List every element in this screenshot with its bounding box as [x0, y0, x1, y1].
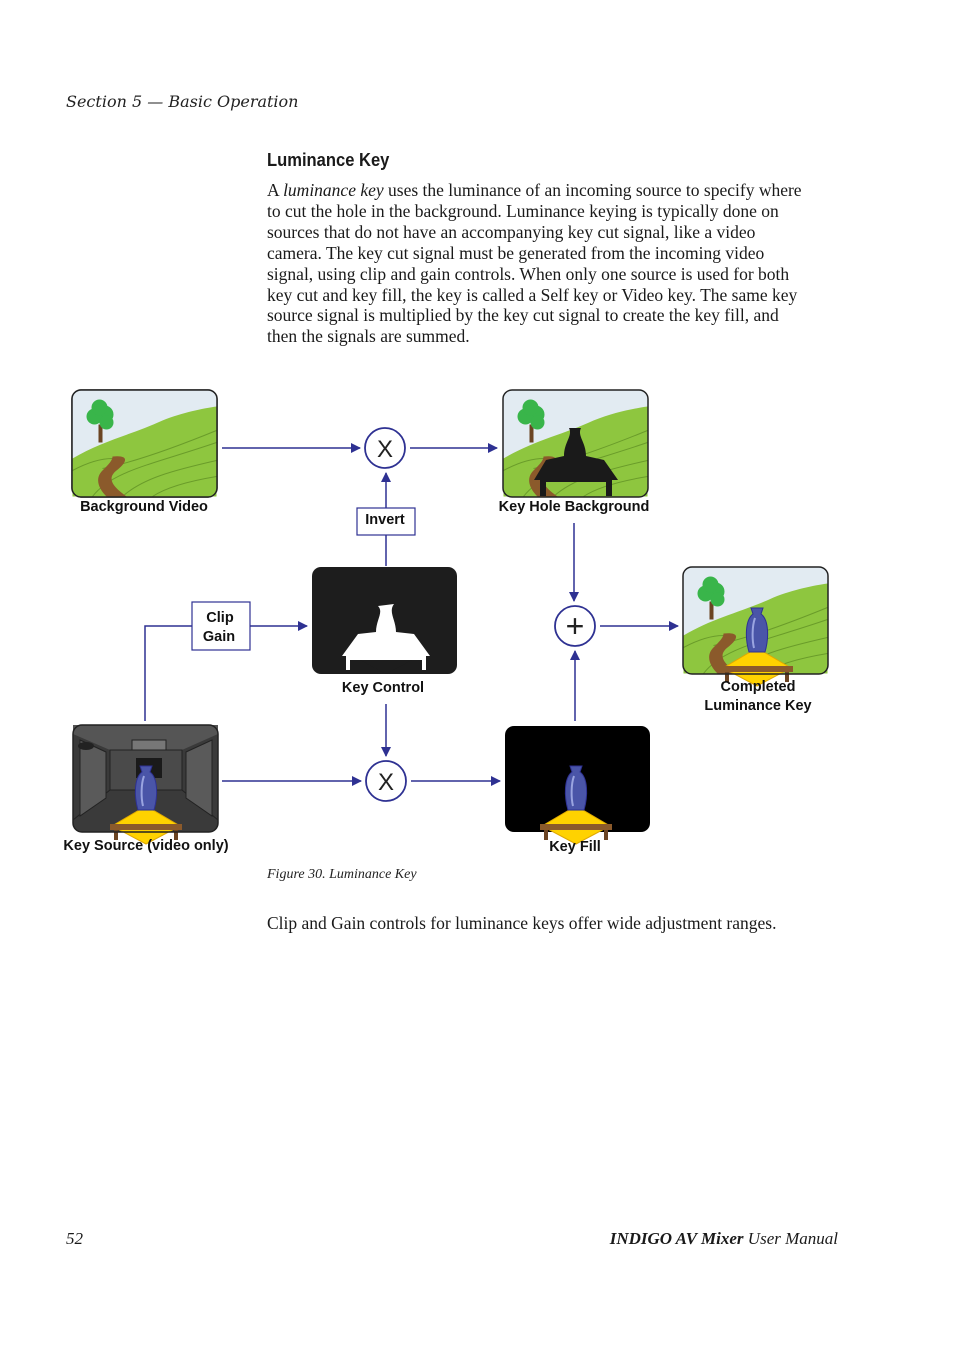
- figure-caption: Figure 30. Luminance Key: [267, 867, 417, 882]
- key-fill-thumbnail: [505, 726, 650, 845]
- sum-symbol: +: [566, 608, 585, 644]
- label-key-control: Key Control: [342, 680, 424, 696]
- closing-paragraph: Clip and Gain controls for luminance key…: [267, 913, 777, 933]
- invert-box: Invert: [356, 507, 416, 536]
- intro-line: sources that do not have an accompanying…: [267, 221, 756, 242]
- invert-label: Invert: [365, 512, 405, 528]
- intro-line: signal, using clip and gain controls. Wh…: [267, 263, 790, 284]
- label-key-source: Key Source (video only): [63, 838, 228, 854]
- intro-line: then the signals are summed.: [267, 326, 470, 347]
- label-completed-line1: Completed: [721, 679, 796, 695]
- intro-line-1: A luminance key uses the luminance of an…: [267, 180, 802, 200]
- intro-line: camera. The key cut signal must be gener…: [267, 242, 765, 263]
- gain-label: Gain: [203, 629, 235, 645]
- sum-operator: +: [554, 605, 596, 647]
- connectors: [144, 443, 679, 786]
- footer-manual: User Manual: [743, 1229, 838, 1248]
- key-source-thumbnail: [72, 724, 219, 845]
- intro-line: key cut and key fill, the key is called …: [267, 284, 798, 305]
- label-background-video: Background Video: [80, 499, 208, 515]
- label-key-hole-background: Key Hole Background: [499, 499, 650, 515]
- line-keysource-to-clipgain: [144, 625, 192, 721]
- section-title: Luminance Key: [267, 150, 390, 170]
- term-luminance-key: luminance key: [283, 180, 384, 200]
- key-control-thumbnail: [312, 567, 457, 674]
- key-hole-background-thumbnail: [502, 389, 649, 498]
- section-header: Section 5 — Basic Operation: [66, 92, 299, 111]
- page-number: 52: [66, 1229, 83, 1248]
- intro-paragraph: A luminance key uses the luminance of an…: [267, 180, 842, 347]
- completed-luminance-key-thumbnail: [682, 566, 829, 687]
- multiply-operator-bottom: X: [365, 760, 407, 802]
- multiply-symbol-top: X: [377, 436, 393, 463]
- clip-gain-box: Clip Gain: [191, 601, 251, 651]
- intro-line: source signal is multiplied by the key c…: [267, 305, 779, 326]
- footer-title: INDIGO AV Mixer User Manual: [610, 1229, 838, 1249]
- footer-product: INDIGO AV Mixer: [609, 1229, 744, 1248]
- label-completed-line2: Luminance Key: [704, 698, 811, 714]
- background-video-thumbnail: [71, 389, 218, 498]
- label-key-fill: Key Fill: [549, 839, 601, 855]
- multiply-symbol-bottom: X: [378, 769, 394, 796]
- multiply-operator-top: X: [364, 427, 406, 469]
- clip-label: Clip: [206, 610, 234, 626]
- intro-line: to cut the hole in the background. Lumin…: [267, 200, 779, 221]
